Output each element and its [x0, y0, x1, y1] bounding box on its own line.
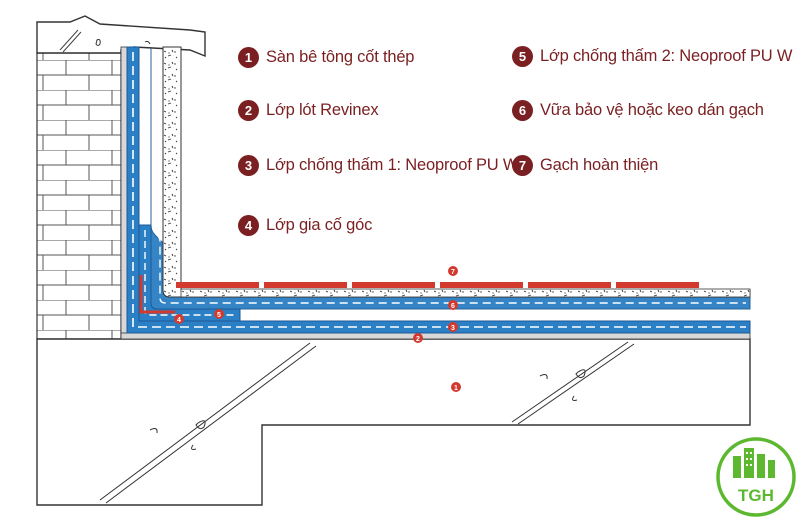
svg-text:3: 3 — [451, 325, 455, 332]
legend-number: 7 — [512, 155, 533, 176]
legend-item-6: 6 Vữa bảo vệ hoặc keo dán gạch — [512, 100, 764, 121]
svg-text:6: 6 — [451, 303, 455, 310]
layer-markers: 1 2 3 4 5 6 7 — [174, 266, 461, 392]
legend-item-7: 7 Gạch hoàn thiện — [512, 155, 658, 176]
legend-item-1: 1 Sàn bê tông cốt thép — [238, 47, 414, 68]
legend-number: 1 — [238, 47, 259, 68]
legend-item-2: 2 Lớp lót Revinex — [238, 100, 379, 121]
legend-number: 6 — [512, 100, 533, 121]
marker-6: 6 — [448, 300, 458, 310]
marker-2: 2 — [413, 333, 423, 343]
legend-label: Sàn bê tông cốt thép — [266, 48, 415, 66]
legend-label: Gạch hoàn thiện — [540, 156, 659, 174]
svg-text:4: 4 — [177, 317, 181, 324]
concrete-slab — [36, 338, 751, 506]
legend-number: 5 — [512, 46, 533, 67]
marker-4: 4 — [174, 314, 184, 324]
marker-3: 3 — [448, 322, 458, 332]
svg-text:2: 2 — [416, 336, 420, 343]
legend-number: 2 — [238, 100, 259, 121]
brand-logo: TGH — [716, 437, 796, 517]
legend-number: 3 — [238, 155, 259, 176]
marker-5: 5 — [214, 309, 224, 319]
legend-item-3: 3 Lớp chống thấm 1: Neoproof PU W — [238, 155, 518, 176]
legend-label: Lớp lót Revinex — [266, 101, 379, 119]
legend-item-4: 4 Lớp gia cố góc — [238, 215, 372, 236]
membrane-layer-1 — [126, 46, 751, 334]
legend-number: 4 — [238, 215, 259, 236]
legend-label: Vữa bảo vệ hoặc keo dán gạch — [540, 101, 764, 119]
finishing-tiles — [176, 282, 699, 288]
legend-item-5: 5 Lớp chống thấm 2: Neoproof PU W — [512, 46, 792, 67]
logo-text: TGH — [738, 486, 774, 505]
svg-text:5: 5 — [217, 312, 221, 319]
legend-label: Lớp chống thấm 2: Neoproof PU W — [540, 47, 793, 65]
svg-text:7: 7 — [451, 269, 455, 276]
legend-label: Lớp gia cố góc — [266, 216, 373, 234]
legend-label: Lớp chống thấm 1: Neoproof PU W — [266, 156, 519, 174]
marker-7: 7 — [448, 266, 458, 276]
svg-text:1: 1 — [454, 385, 458, 392]
brick-wall — [36, 52, 122, 340]
marker-1: 1 — [451, 382, 461, 392]
